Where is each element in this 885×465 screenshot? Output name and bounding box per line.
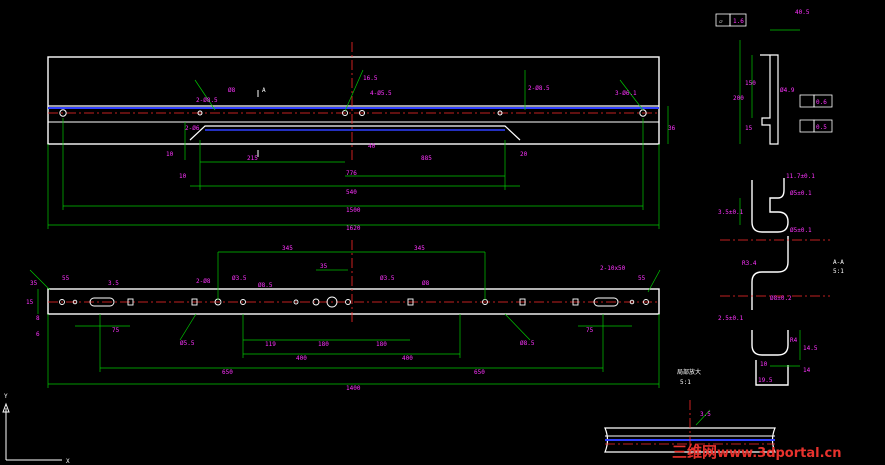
callout: 2-Ø8 <box>196 278 211 285</box>
callout: Ø8.5 <box>258 282 273 289</box>
dim-label: 40 <box>368 143 376 150</box>
dim-label: 36 <box>668 125 676 132</box>
dim-label: R3.4 <box>742 260 757 267</box>
dim-label: 2-10x50 <box>600 265 626 272</box>
dim-label: 14 <box>803 367 811 374</box>
detail-view: 局部放大 5:1 3.5 <box>604 368 776 458</box>
callout: 2-Ø8.5 <box>196 97 218 104</box>
dim-label: 345 <box>282 245 293 252</box>
dim-label: 14.5 <box>803 345 818 352</box>
dim-label: 1500 <box>346 207 361 214</box>
front-view-outline <box>47 288 660 315</box>
callout: 2-Ø6 <box>185 125 200 132</box>
dim-label: 650 <box>474 369 485 376</box>
callout: Ø3.5 <box>232 275 247 282</box>
dim-label: 180 <box>376 341 387 348</box>
watermark-url: www.3dportal.cn <box>717 446 842 461</box>
callout: Ø8 <box>422 280 430 287</box>
right-view-profile <box>760 54 779 145</box>
top-view-outline <box>47 56 660 145</box>
dim-label: 11.7±0.1 <box>786 173 815 180</box>
dim-label: Ø4.9 <box>780 87 795 94</box>
front-view: 345 345 35 55 55 2-10x50 75 119 180 180 … <box>26 240 661 392</box>
dim-label: 35 <box>30 280 38 287</box>
callout: Ø5.5 <box>180 340 195 347</box>
section-mark: A <box>262 87 266 94</box>
dim-label: R4 <box>790 337 798 344</box>
dim-label: 1620 <box>346 225 361 232</box>
dim-label: 20 <box>520 151 528 158</box>
dim-label: 650 <box>222 369 233 376</box>
dim-label: 400 <box>402 355 413 362</box>
dim-label: 19.5 <box>758 377 773 384</box>
dim-label: 55 <box>62 275 70 282</box>
section-title: A-A <box>833 259 844 266</box>
dim-label: 150 <box>745 80 756 87</box>
dim-label: 1400 <box>346 385 361 392</box>
svg-text:▱: ▱ <box>719 18 723 25</box>
callout: Ø3.5 <box>380 275 395 282</box>
detail-title: 局部放大 <box>677 368 701 376</box>
callout: 2-Ø8.5 <box>528 85 550 92</box>
dim-label: 15 <box>26 299 34 306</box>
callout: 3.5 <box>108 280 119 287</box>
top-view: A 215 776 885 540 1500 1620 10 10 <box>47 42 676 232</box>
dim-label: 2.5±0.1 <box>718 315 744 322</box>
dim-label: 75 <box>112 327 120 334</box>
dim-label: 8 <box>36 315 40 322</box>
callout: Ø8 <box>228 87 236 94</box>
callout: Ø8.5 <box>520 340 535 347</box>
dim-label: 40.5 <box>795 9 810 16</box>
section-view: 11.7±0.1 Ø5±0.1 3.5±0.1 Ø5±0.1 R3.4 Ø8±0… <box>718 173 844 386</box>
dim-label: 540 <box>346 189 357 196</box>
gdt-value: 1.6 <box>733 18 744 25</box>
watermark: 三维网www.3dportal.cn <box>672 443 842 463</box>
ucs-x-label: X <box>66 458 70 465</box>
dim-label: 215 <box>247 155 258 162</box>
dim-label: Ø5±0.1 <box>790 190 812 197</box>
dim-label: 180 <box>318 341 329 348</box>
dim-label: 345 <box>414 245 425 252</box>
dim-label: Ø8±0.2 <box>770 295 792 302</box>
dim-label: 400 <box>296 355 307 362</box>
front-dimension-lines <box>29 251 661 388</box>
dim-label: 10 <box>760 361 768 368</box>
dim-label: Ø5±0.1 <box>790 227 812 234</box>
watermark-cn: 三维网 <box>672 443 718 461</box>
section-profile <box>751 178 789 386</box>
dim-label: 6 <box>36 331 40 338</box>
section-scale: 5:1 <box>833 268 844 275</box>
ucs-icon: Y X <box>2 393 70 465</box>
callout: 3.5 <box>700 411 711 418</box>
dim-label: 10 <box>179 173 187 180</box>
dim-label: 776 <box>346 170 357 177</box>
gdt-value: 0.5 <box>816 124 827 131</box>
right-view: ▱ 1.6 0.6 0.5 40.5 200 150 15 Ø4.9 <box>715 9 833 145</box>
dim-label: 3.5±0.1 <box>718 209 744 216</box>
dim-label: 885 <box>421 155 432 162</box>
dim-label: 15 <box>745 125 753 132</box>
dim-label: 75 <box>586 327 594 334</box>
dim-label: 55 <box>638 275 646 282</box>
dim-label: 200 <box>733 95 744 102</box>
dim-label: 119 <box>265 341 276 348</box>
callout: 16.5 <box>363 75 378 82</box>
detail-scale: 5:1 <box>680 379 691 386</box>
ucs-y-label: Y <box>4 393 8 400</box>
gdt-value: 0.6 <box>816 99 827 106</box>
dim-label: 10 <box>166 151 174 158</box>
top-dimension-lines <box>47 69 669 229</box>
callout: 4-Ø5.5 <box>370 90 392 97</box>
callout: 3-Ø6.1 <box>615 90 637 97</box>
dim-label: 35 <box>320 263 328 270</box>
